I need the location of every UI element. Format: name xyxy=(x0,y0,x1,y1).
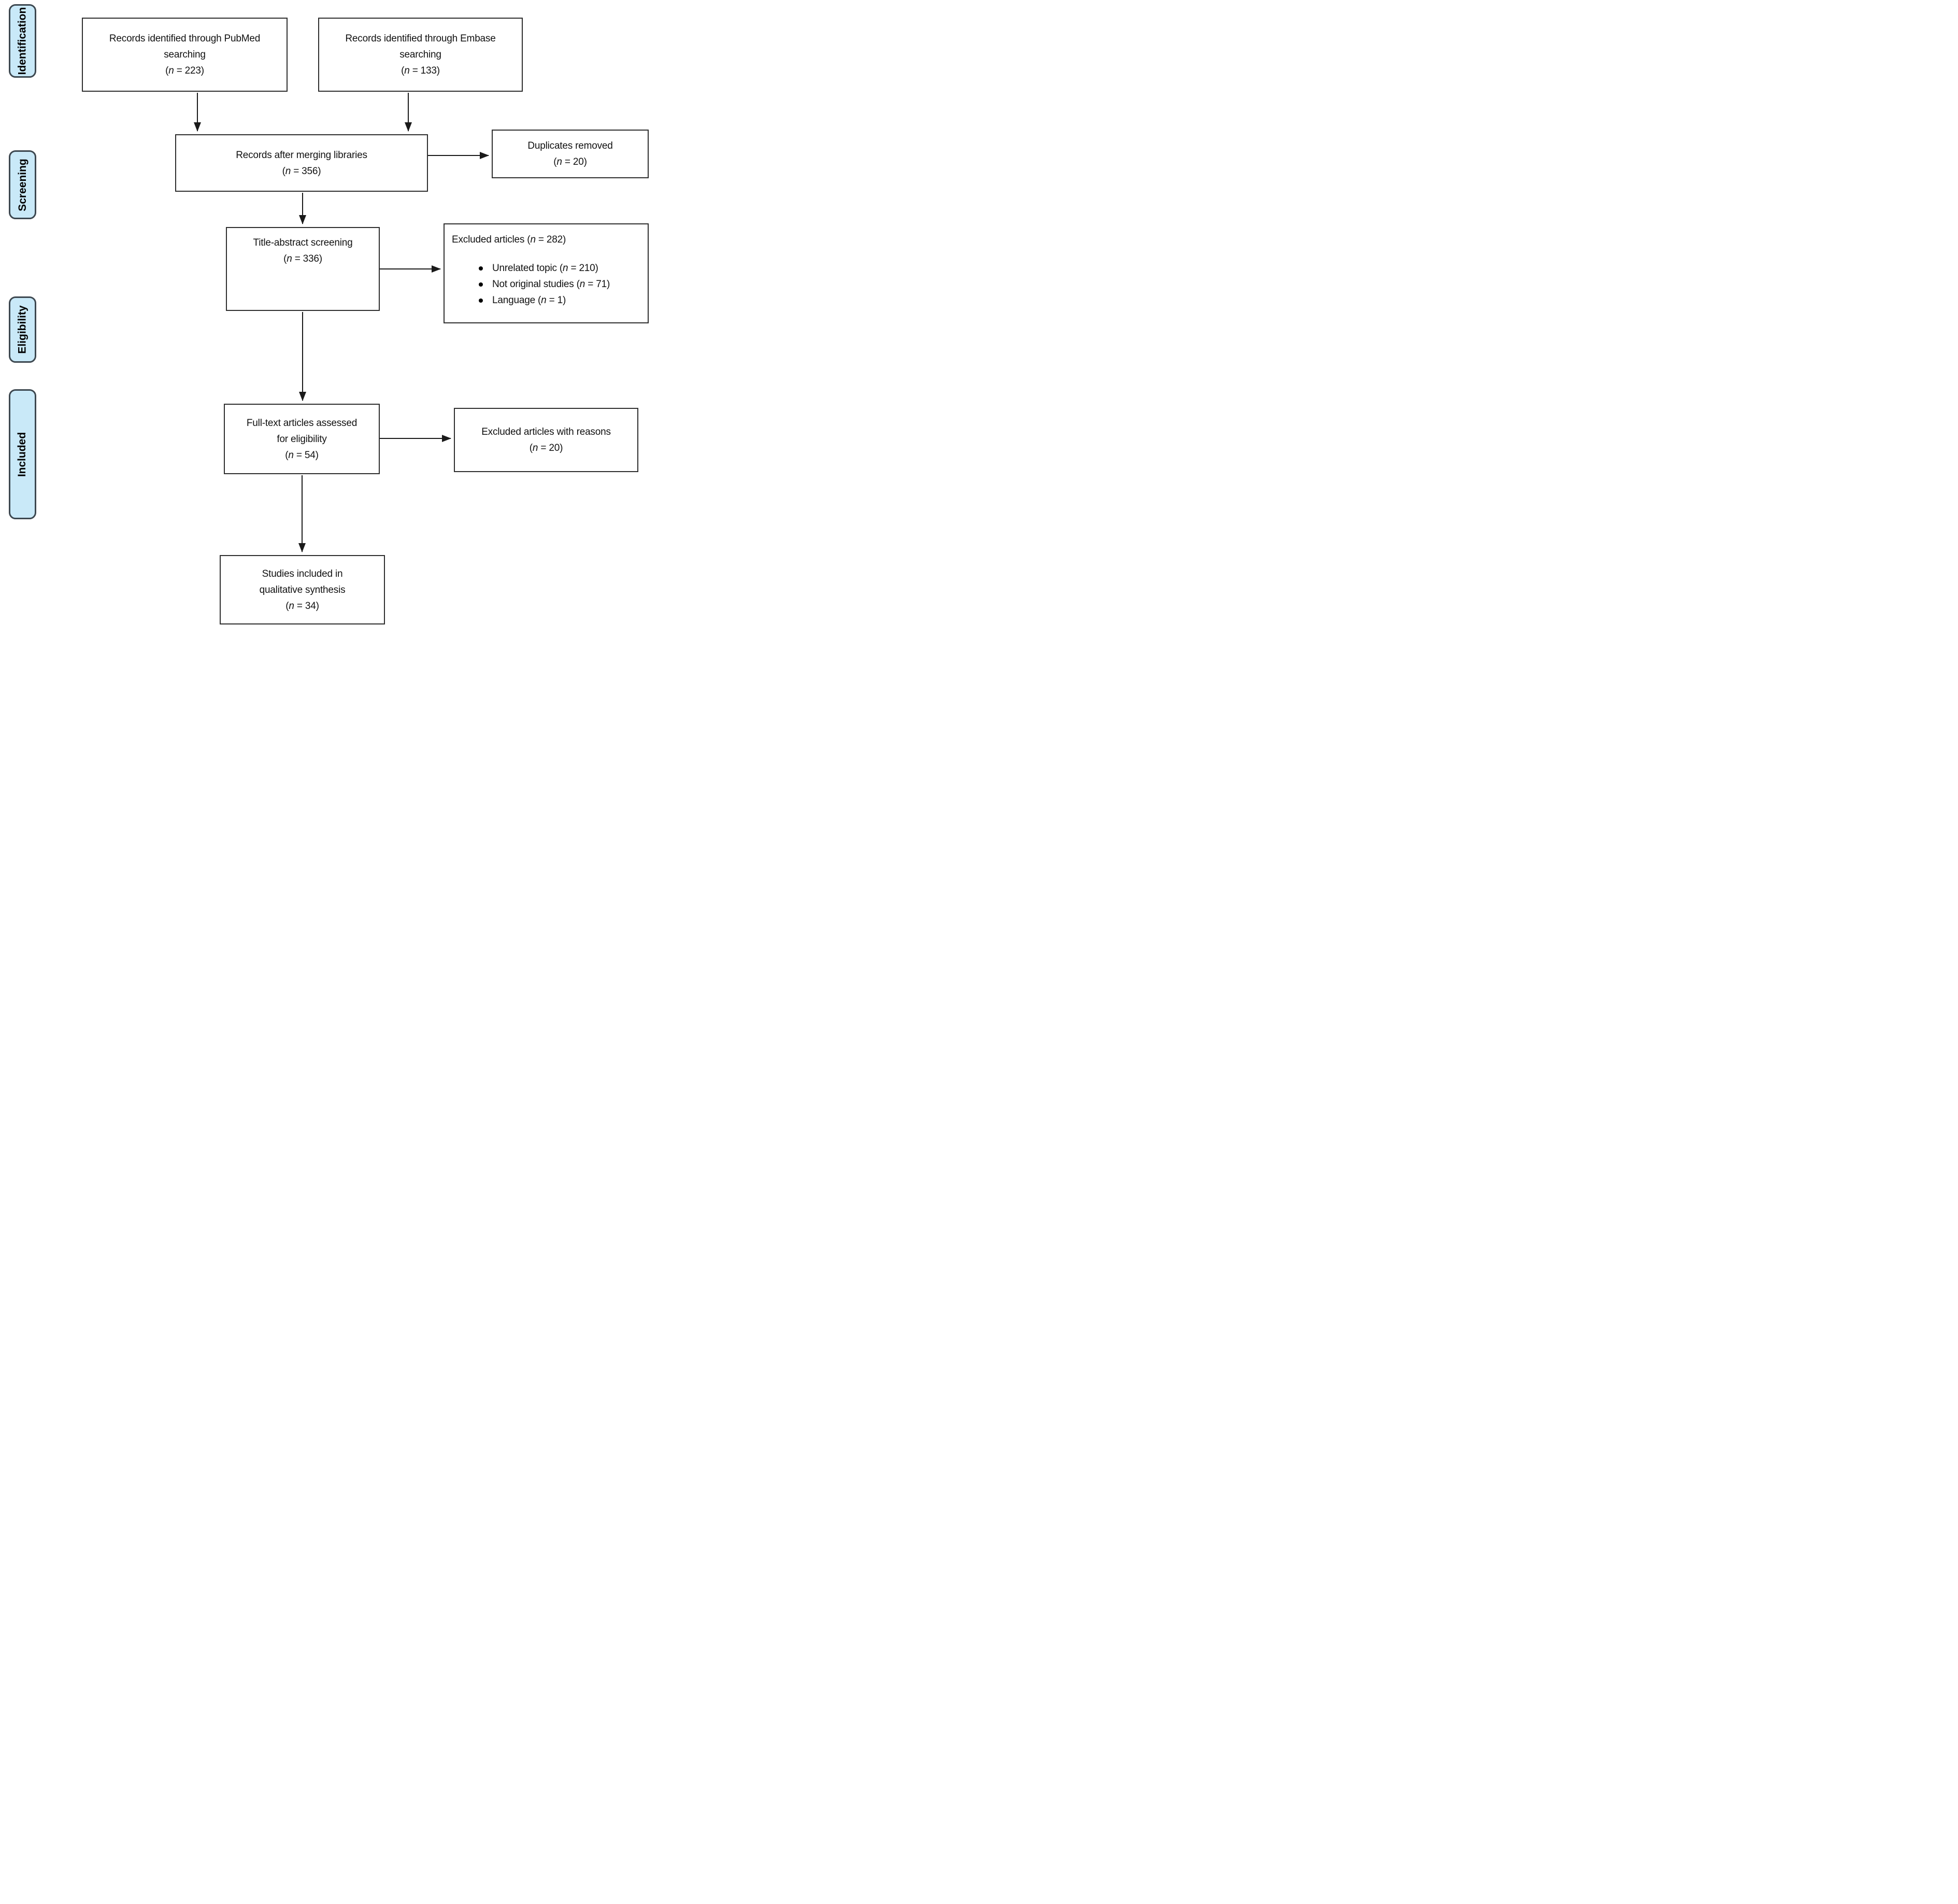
box-records-merged: Records after merging libraries (n = 356… xyxy=(175,134,428,192)
stage-label-screening: Screening xyxy=(16,158,28,211)
bullet-icon xyxy=(479,298,483,303)
excluded-reason-item: Not original studies (n = 71) xyxy=(479,276,610,292)
bullet-icon xyxy=(479,282,483,287)
stage-label-included: Included xyxy=(16,432,28,477)
box-text-line: Full-text articles assessed xyxy=(246,417,358,429)
excluded-reasons-list: Unrelated topic (n = 210) Not original s… xyxy=(479,260,610,308)
box-text-line: qualitative synthesis xyxy=(259,584,346,595)
excluded-reason-item: Language (n = 1) xyxy=(479,292,610,308)
box-text-line: Excluded articles with reasons xyxy=(481,427,611,437)
excluded-reason-text: Not original studies (n = 71) xyxy=(492,279,610,290)
bullet-icon xyxy=(479,266,483,271)
box-excluded-with-reasons: Excluded articles with reasons (n = 20) xyxy=(454,408,638,472)
box-text-line: Records identified through PubMed xyxy=(109,33,261,44)
excluded-reason-text: Unrelated topic (n = 210) xyxy=(492,263,598,274)
box-duplicates-removed: Duplicates removed (n = 20) xyxy=(492,130,649,178)
box-text-line: Records after merging libraries xyxy=(236,149,367,161)
stage-label-identification: Identification xyxy=(16,7,28,75)
stage-screening: Screening xyxy=(9,150,36,219)
box-records-pubmed: Records identified through PubMed search… xyxy=(82,18,288,92)
box-studies-included: Studies included in qualitative synthesi… xyxy=(220,555,385,624)
box-count: (n = 34) xyxy=(285,600,319,612)
box-text-line: searching xyxy=(164,49,206,60)
box-records-embase: Records identified through Embase search… xyxy=(318,18,523,92)
box-text-line: Studies included in xyxy=(262,568,343,579)
stage-identification: Identification xyxy=(9,4,36,78)
box-text-line: for eligibility xyxy=(277,433,327,445)
box-fulltext-assessed: Full-text articles assessed for eligibil… xyxy=(224,404,380,474)
stage-label-eligibility: Eligibility xyxy=(16,305,28,354)
box-count: (n = 356) xyxy=(282,165,321,177)
excluded-title: Excluded articles (n = 282) xyxy=(452,234,566,245)
box-count: (n = 133) xyxy=(401,65,440,76)
box-count: (n = 223) xyxy=(165,65,204,76)
box-count: (n = 336) xyxy=(283,253,322,264)
box-title-abstract-screening: Title-abstract screening (n = 336) xyxy=(226,227,380,311)
box-text-line: Duplicates removed xyxy=(527,140,613,151)
box-text-line: Title-abstract screening xyxy=(253,237,353,248)
box-count: (n = 20) xyxy=(529,443,563,453)
excluded-reason-item: Unrelated topic (n = 210) xyxy=(479,260,610,276)
box-text-line: searching xyxy=(399,49,441,60)
box-excluded-articles-screening: Excluded articles (n = 282) Unrelated to… xyxy=(444,223,649,323)
stage-included: Included xyxy=(9,389,36,519)
box-text-line: Records identified through Embase xyxy=(345,33,496,44)
prisma-flow-diagram: Identification Screening Eligibility Inc… xyxy=(0,0,653,635)
box-count: (n = 20) xyxy=(553,157,587,167)
stage-eligibility: Eligibility xyxy=(9,296,36,363)
box-count: (n = 54) xyxy=(285,449,319,461)
excluded-reason-text: Language (n = 1) xyxy=(492,295,566,306)
